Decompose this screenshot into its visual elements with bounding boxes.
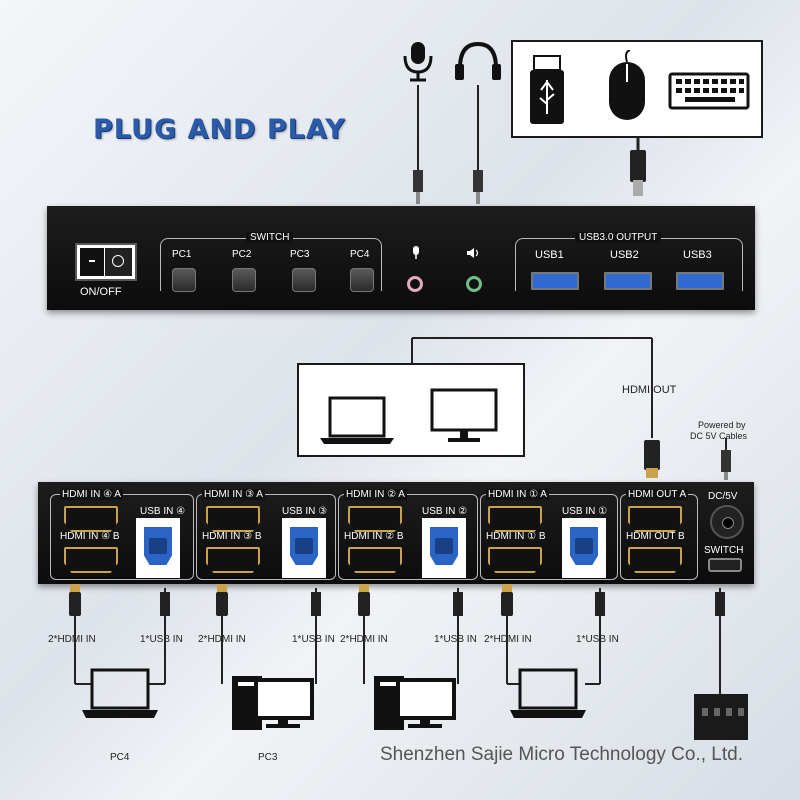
pc4-caption: PC4	[110, 752, 130, 763]
laptop-icon	[510, 668, 586, 718]
hdmi-in-4a-label: HDMI IN ④ A	[60, 489, 123, 500]
usb-in-3-port[interactable]	[282, 518, 326, 578]
company-watermark: Shenzhen Sajie Micro Technology Co., Ltd…	[380, 744, 743, 765]
pc4-button[interactable]	[350, 268, 374, 292]
headphones-icon	[455, 41, 501, 80]
mic-jack[interactable]	[407, 276, 423, 292]
pc3-caption: PC3	[258, 752, 278, 763]
pc1-button[interactable]	[172, 268, 196, 292]
hdmi-in-1a-label: HDMI IN ① A	[486, 489, 549, 500]
desktop-pc-icon	[232, 676, 314, 730]
display-connection	[297, 337, 731, 480]
microphone-icon	[413, 246, 419, 259]
cable-label-usb-2: 1*USB IN	[434, 634, 477, 645]
usb-in-3-label: USB IN ③	[282, 506, 328, 517]
cable-label-hdmi-4: 2*HDMI IN	[48, 634, 96, 645]
usb1-port[interactable]	[531, 272, 579, 290]
usb-in-1-port[interactable]	[562, 518, 606, 578]
pc1-label: PC1	[172, 249, 192, 260]
hdmi-in-2b-label: HDMI IN ② B	[344, 531, 404, 542]
pc-connections	[69, 584, 748, 740]
hdmi-in-2b-port[interactable]	[348, 547, 402, 573]
dc-label: DC/5V	[708, 491, 738, 502]
cable-label-hdmi-1: 2*HDMI IN	[484, 634, 532, 645]
usb-in-4-label: USB IN ④	[140, 506, 186, 517]
usb-in-4-port[interactable]	[136, 518, 180, 578]
hdmi-in-1b-label: HDMI IN ① B	[486, 531, 546, 542]
switch-port-label: SWITCH	[704, 545, 744, 556]
usb-in-2-label: USB IN ②	[422, 506, 468, 517]
laptop-icon	[82, 668, 158, 718]
usb-output-label: USB3.0 OUTPUT	[575, 232, 662, 243]
page-title: PLUG AND PLAY	[93, 114, 346, 145]
hdmi-out-a-label: HDMI OUT A	[626, 489, 689, 500]
hdmi-out-label: HDMI OUT	[622, 384, 677, 396]
monitor-icon	[430, 388, 498, 442]
laptop-icon	[320, 396, 394, 444]
usb-devices	[530, 50, 750, 196]
hdmi-out-a-port[interactable]	[628, 506, 682, 532]
hdmi-out-b-label: HDMI OUT B	[626, 531, 685, 542]
remote-switch-port[interactable]	[708, 558, 742, 572]
pc2-label: PC2	[232, 249, 252, 260]
usb-in-1-label: USB IN ①	[562, 506, 608, 517]
power-label: ON/OFF	[80, 286, 122, 298]
microphone-icon	[403, 42, 433, 82]
hdmi-in-2a-label: HDMI IN ② A	[344, 489, 407, 500]
speaker-icon	[467, 248, 479, 258]
pc2-button[interactable]	[232, 268, 256, 292]
hdmi-out-b-port[interactable]	[628, 547, 682, 573]
audio-jack[interactable]	[466, 276, 482, 292]
hdmi-in-3a-port[interactable]	[206, 506, 260, 532]
dc-cables-label: DC 5V Cables	[690, 431, 748, 441]
pc3-label: PC3	[290, 249, 310, 260]
usb-stick-icon	[530, 55, 564, 124]
cable-label-hdmi-2: 2*HDMI IN	[340, 634, 388, 645]
usb-in-2-port[interactable]	[422, 518, 466, 578]
input-group-2	[338, 494, 478, 580]
hdmi-in-1a-port[interactable]	[488, 506, 542, 532]
pc4-label: PC4	[350, 249, 370, 260]
hdmi-in-2a-port[interactable]	[348, 506, 402, 532]
hdmi-in-4b-label: HDMI IN ④ B	[60, 531, 120, 542]
hdmi-in-1b-port[interactable]	[488, 547, 542, 573]
switch-label: SWITCH	[246, 232, 294, 243]
cable-label-hdmi-3: 2*HDMI IN	[198, 634, 246, 645]
pc3-button[interactable]	[292, 268, 316, 292]
hdmi-in-3b-port[interactable]	[206, 547, 260, 573]
desktop-pc-icon	[374, 676, 456, 730]
hdmi-in-3a-label: HDMI IN ③ A	[202, 489, 265, 500]
hdmi-in-3b-label: HDMI IN ③ B	[202, 531, 262, 542]
powered-by-label: Powered by	[698, 420, 746, 430]
usb2-label: USB2	[610, 249, 639, 261]
hdmi-in-4a-port[interactable]	[64, 506, 118, 532]
input-group-1	[480, 494, 618, 580]
kvm-front-panel	[47, 206, 755, 310]
remote-switch-icon	[694, 694, 748, 740]
usb1-label: USB1	[535, 249, 564, 261]
cable-label-usb-1: 1*USB IN	[576, 634, 619, 645]
usb3-port[interactable]	[676, 272, 724, 290]
input-group-3	[196, 494, 336, 580]
hdmi-in-4b-port[interactable]	[64, 547, 118, 573]
cable-label-usb-3: 1*USB IN	[292, 634, 335, 645]
dc-power-port[interactable]	[710, 505, 744, 539]
power-switch[interactable]	[75, 243, 137, 281]
mouse-icon	[609, 50, 645, 120]
usb2-port[interactable]	[604, 272, 652, 290]
cable-label-usb-4: 1*USB IN	[140, 634, 183, 645]
audio-peripherals	[403, 41, 501, 204]
keyboard-icon	[668, 72, 750, 110]
usb3-label: USB3	[683, 249, 712, 261]
